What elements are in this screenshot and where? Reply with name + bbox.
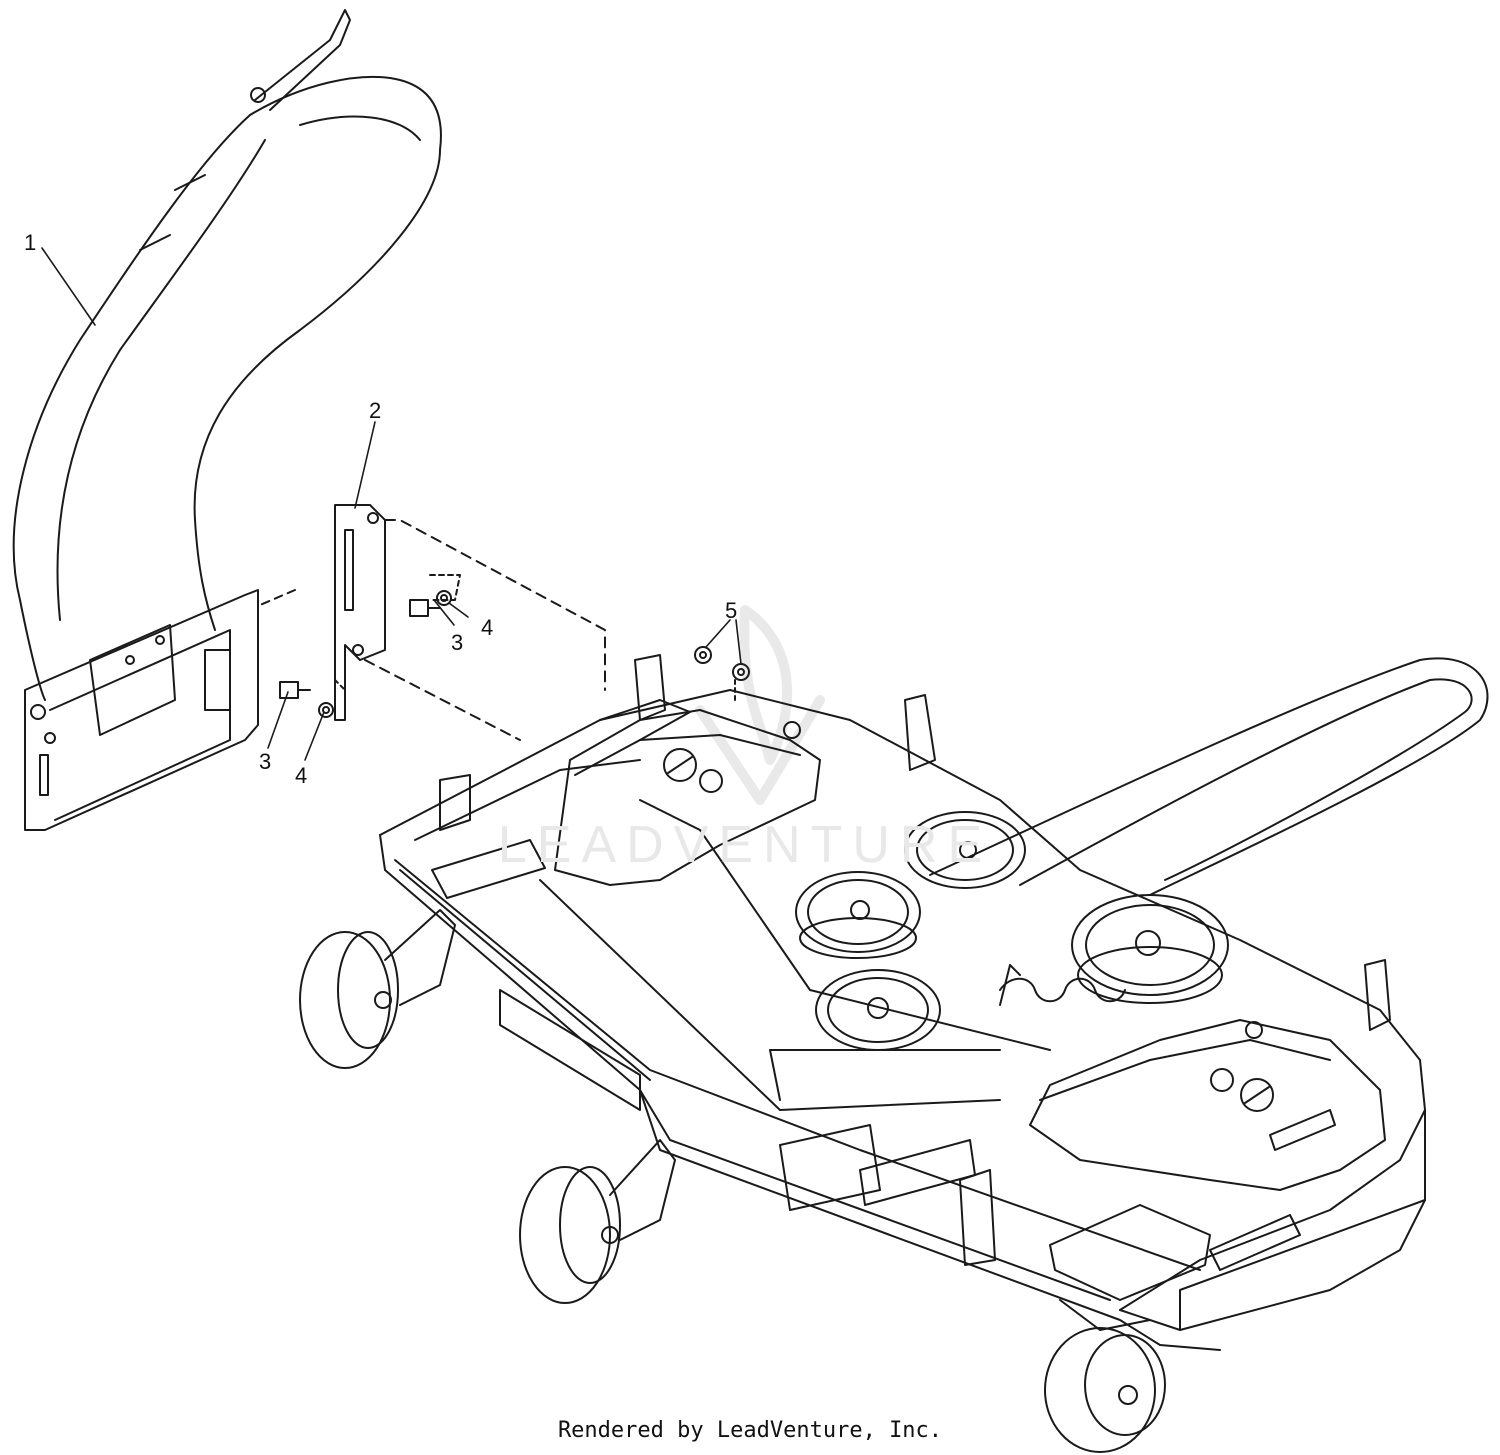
discharge-chute: [12, 9, 442, 831]
callout-4-lower: 4: [295, 763, 307, 788]
watermark-text: LEADVENTURE: [498, 816, 992, 874]
leader-lines: [41, 247, 742, 761]
mower-deck: [299, 654, 1489, 1453]
callout-3-upper: 3: [451, 630, 463, 655]
callout-3-lower: 3: [259, 749, 271, 774]
callout-1: 1: [24, 230, 36, 255]
bolt-washer-upper: [409, 590, 452, 617]
chute-bracket: [259, 504, 606, 741]
callout-4-upper: 4: [481, 615, 493, 640]
bolt-washer-lower: [279, 679, 346, 718]
callout-5: 5: [725, 598, 737, 623]
callout-2: 2: [369, 398, 381, 423]
render-credit: Rendered by LeadVenture, Inc.: [557, 1418, 943, 1443]
